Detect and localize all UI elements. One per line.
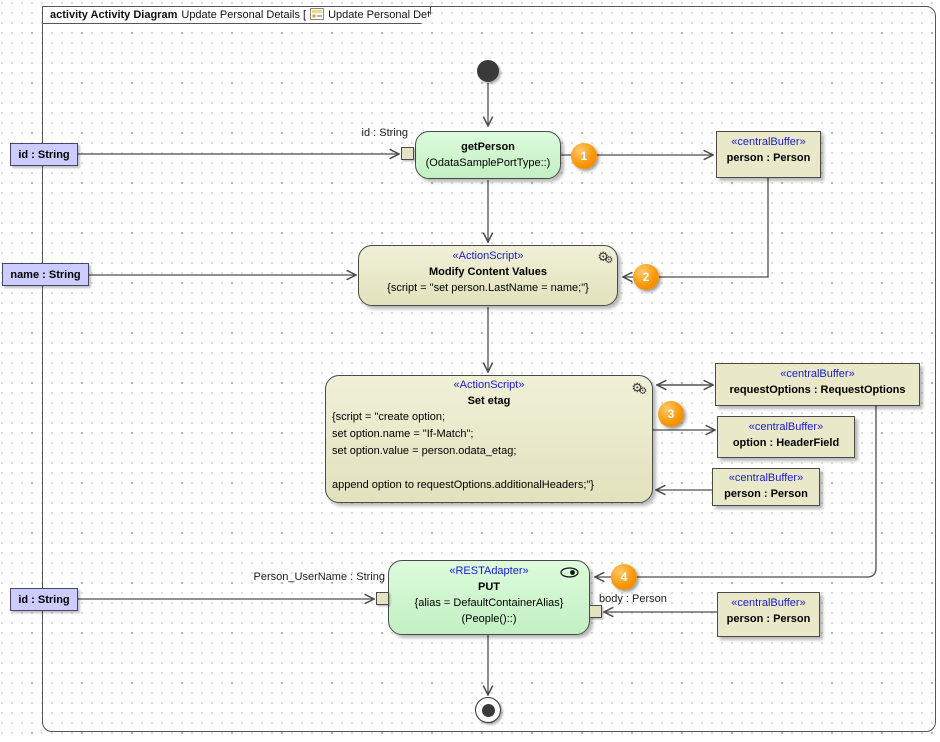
buffer-label: person : Person — [726, 152, 811, 164]
step-badge-4[interactable]: 4 — [611, 564, 637, 590]
buffer-person-mid[interactable]: «centralBuffer» person : Person — [712, 468, 820, 506]
buffer-person-top[interactable]: «centralBuffer» person : Person — [716, 131, 821, 178]
param-label: id : String — [18, 593, 70, 606]
edge-label-body-person: body : Person — [599, 593, 667, 605]
buffer-label: person : Person — [724, 488, 808, 500]
buffer-label: person : Person — [726, 613, 811, 625]
script-line: {script = "create option; — [332, 411, 446, 423]
action-put[interactable]: «RESTAdapter» PUT {alias = DefaultContai… — [388, 560, 590, 635]
buffer-person-bottom[interactable]: «centralBuffer» person : Person — [717, 592, 820, 637]
initial-node[interactable] — [477, 60, 499, 82]
action-title: PUT — [478, 581, 500, 593]
diagram-kind-label: activity Activity Diagram — [50, 9, 178, 21]
action-detail: {alias = DefaultContainerAlias} — [414, 597, 564, 609]
action-script-block: {script = "create option; set option.nam… — [326, 409, 652, 494]
buffer-request-options[interactable]: «centralBuffer» requestOptions : Request… — [715, 363, 920, 406]
param-id-bottom[interactable]: id : String — [10, 588, 78, 611]
getperson-input-pin[interactable] — [401, 147, 414, 160]
action-subtitle: (OdataSamplePortType::) — [425, 157, 551, 169]
buffer-label: requestOptions : RequestOptions — [729, 384, 906, 396]
script-gears-icon: ⚙⚙ — [597, 249, 614, 266]
action-set-etag[interactable]: «ActionScript» Set etag {script = "creat… — [325, 375, 653, 503]
activity-frame — [42, 6, 936, 732]
action-get-person[interactable]: getPerson (OdataSamplePortType::) — [415, 131, 561, 179]
stereotype-label: «centralBuffer» — [731, 597, 806, 609]
action-title: getPerson — [461, 141, 515, 153]
action-title: Modify Content Values — [429, 266, 547, 278]
edge-label-person-username: Person_UserName : String — [253, 571, 385, 583]
badge-number: 2 — [642, 270, 650, 284]
script-line: append option to requestOptions.addition… — [332, 479, 594, 491]
action-script: {script = "set person.LastName = name;"} — [387, 282, 589, 294]
stereotype-label: «ActionScript» — [453, 379, 525, 391]
step-badge-3[interactable]: 3 — [658, 401, 684, 427]
buffer-label: option : HeaderField — [732, 437, 840, 449]
put-input-pin-left[interactable] — [376, 592, 389, 605]
stereotype-label: «centralBuffer» — [728, 472, 804, 484]
stereotype-label: «centralBuffer» — [748, 421, 824, 433]
buffer-option[interactable]: «centralBuffer» option : HeaderField — [717, 416, 855, 458]
diagram-name-post: Update Personal Details ] — [328, 9, 453, 21]
script-line: set option.value = person.odata_etag; — [332, 445, 517, 457]
diagram-name-pre: Update Personal Details [ — [181, 9, 307, 21]
activity-final-dot — [481, 703, 495, 717]
edge-label-id: id : String — [361, 127, 408, 139]
stereotype-label: «ActionScript» — [452, 250, 524, 262]
param-id-top[interactable]: id : String — [10, 143, 78, 166]
param-label: name : String — [10, 268, 81, 281]
action-detail: (People()::) — [461, 613, 517, 625]
script-gears-icon: ⚙⚙ — [631, 380, 648, 397]
action-title: Set etag — [467, 395, 511, 407]
param-label: id : String — [18, 148, 70, 161]
activity-final-node[interactable] — [475, 697, 501, 723]
step-badge-1[interactable]: 1 — [571, 143, 597, 169]
activity-diagram-icon — [310, 8, 324, 23]
script-line — [332, 460, 652, 477]
rest-adapter-icon — [560, 567, 579, 581]
badge-number: 4 — [620, 570, 628, 584]
stereotype-label: «centralBuffer» — [780, 368, 855, 380]
put-input-pin-right[interactable] — [589, 605, 602, 618]
action-modify-content-values[interactable]: «ActionScript» Modify Content Values {sc… — [358, 245, 618, 306]
param-name[interactable]: name : String — [2, 263, 89, 286]
stereotype-label: «RESTAdapter» — [449, 565, 529, 577]
badge-number: 1 — [580, 149, 588, 163]
script-line: set option.name = "If-Match"; — [332, 428, 474, 440]
stereotype-label: «centralBuffer» — [731, 136, 806, 148]
diagram-title-tab[interactable]: activity Activity Diagram Update Persona… — [42, 6, 431, 24]
badge-number: 3 — [667, 407, 675, 421]
step-badge-2[interactable]: 2 — [633, 264, 659, 290]
